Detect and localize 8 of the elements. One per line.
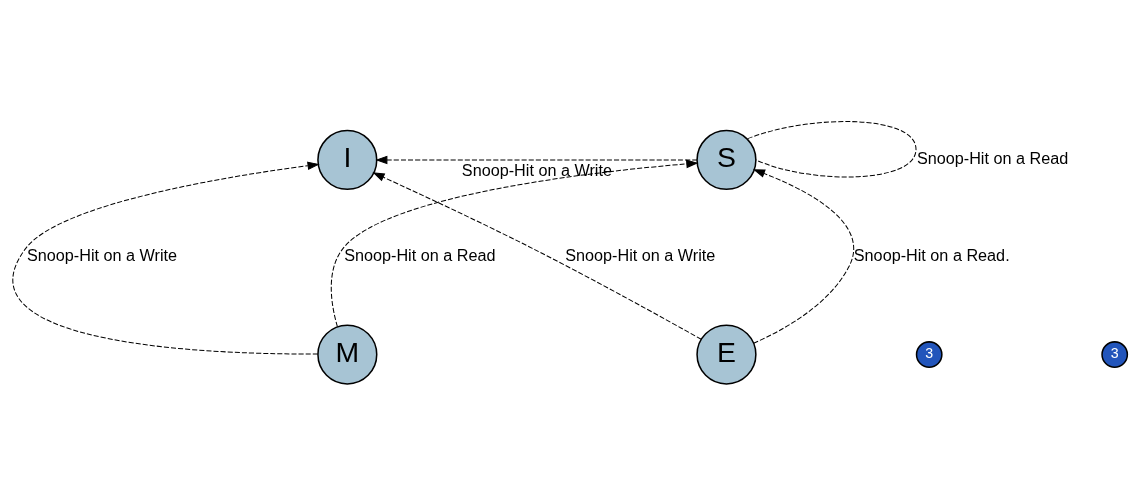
edge-label: Snoop-Hit on a Read bbox=[916, 148, 1069, 167]
edge-label: Snoop-Hit on a Write bbox=[565, 245, 716, 264]
label: 3 bbox=[925, 344, 934, 361]
edge-label: Snoop-Hit on a Write bbox=[461, 160, 612, 179]
edge-label: Snoop-Hit on a Write bbox=[26, 245, 178, 264]
label: 3 bbox=[1110, 344, 1119, 361]
edge-label: Snoop-Hit on a Read bbox=[344, 245, 496, 264]
edge-label: Snoop-Hit on a Read. bbox=[853, 245, 1010, 264]
